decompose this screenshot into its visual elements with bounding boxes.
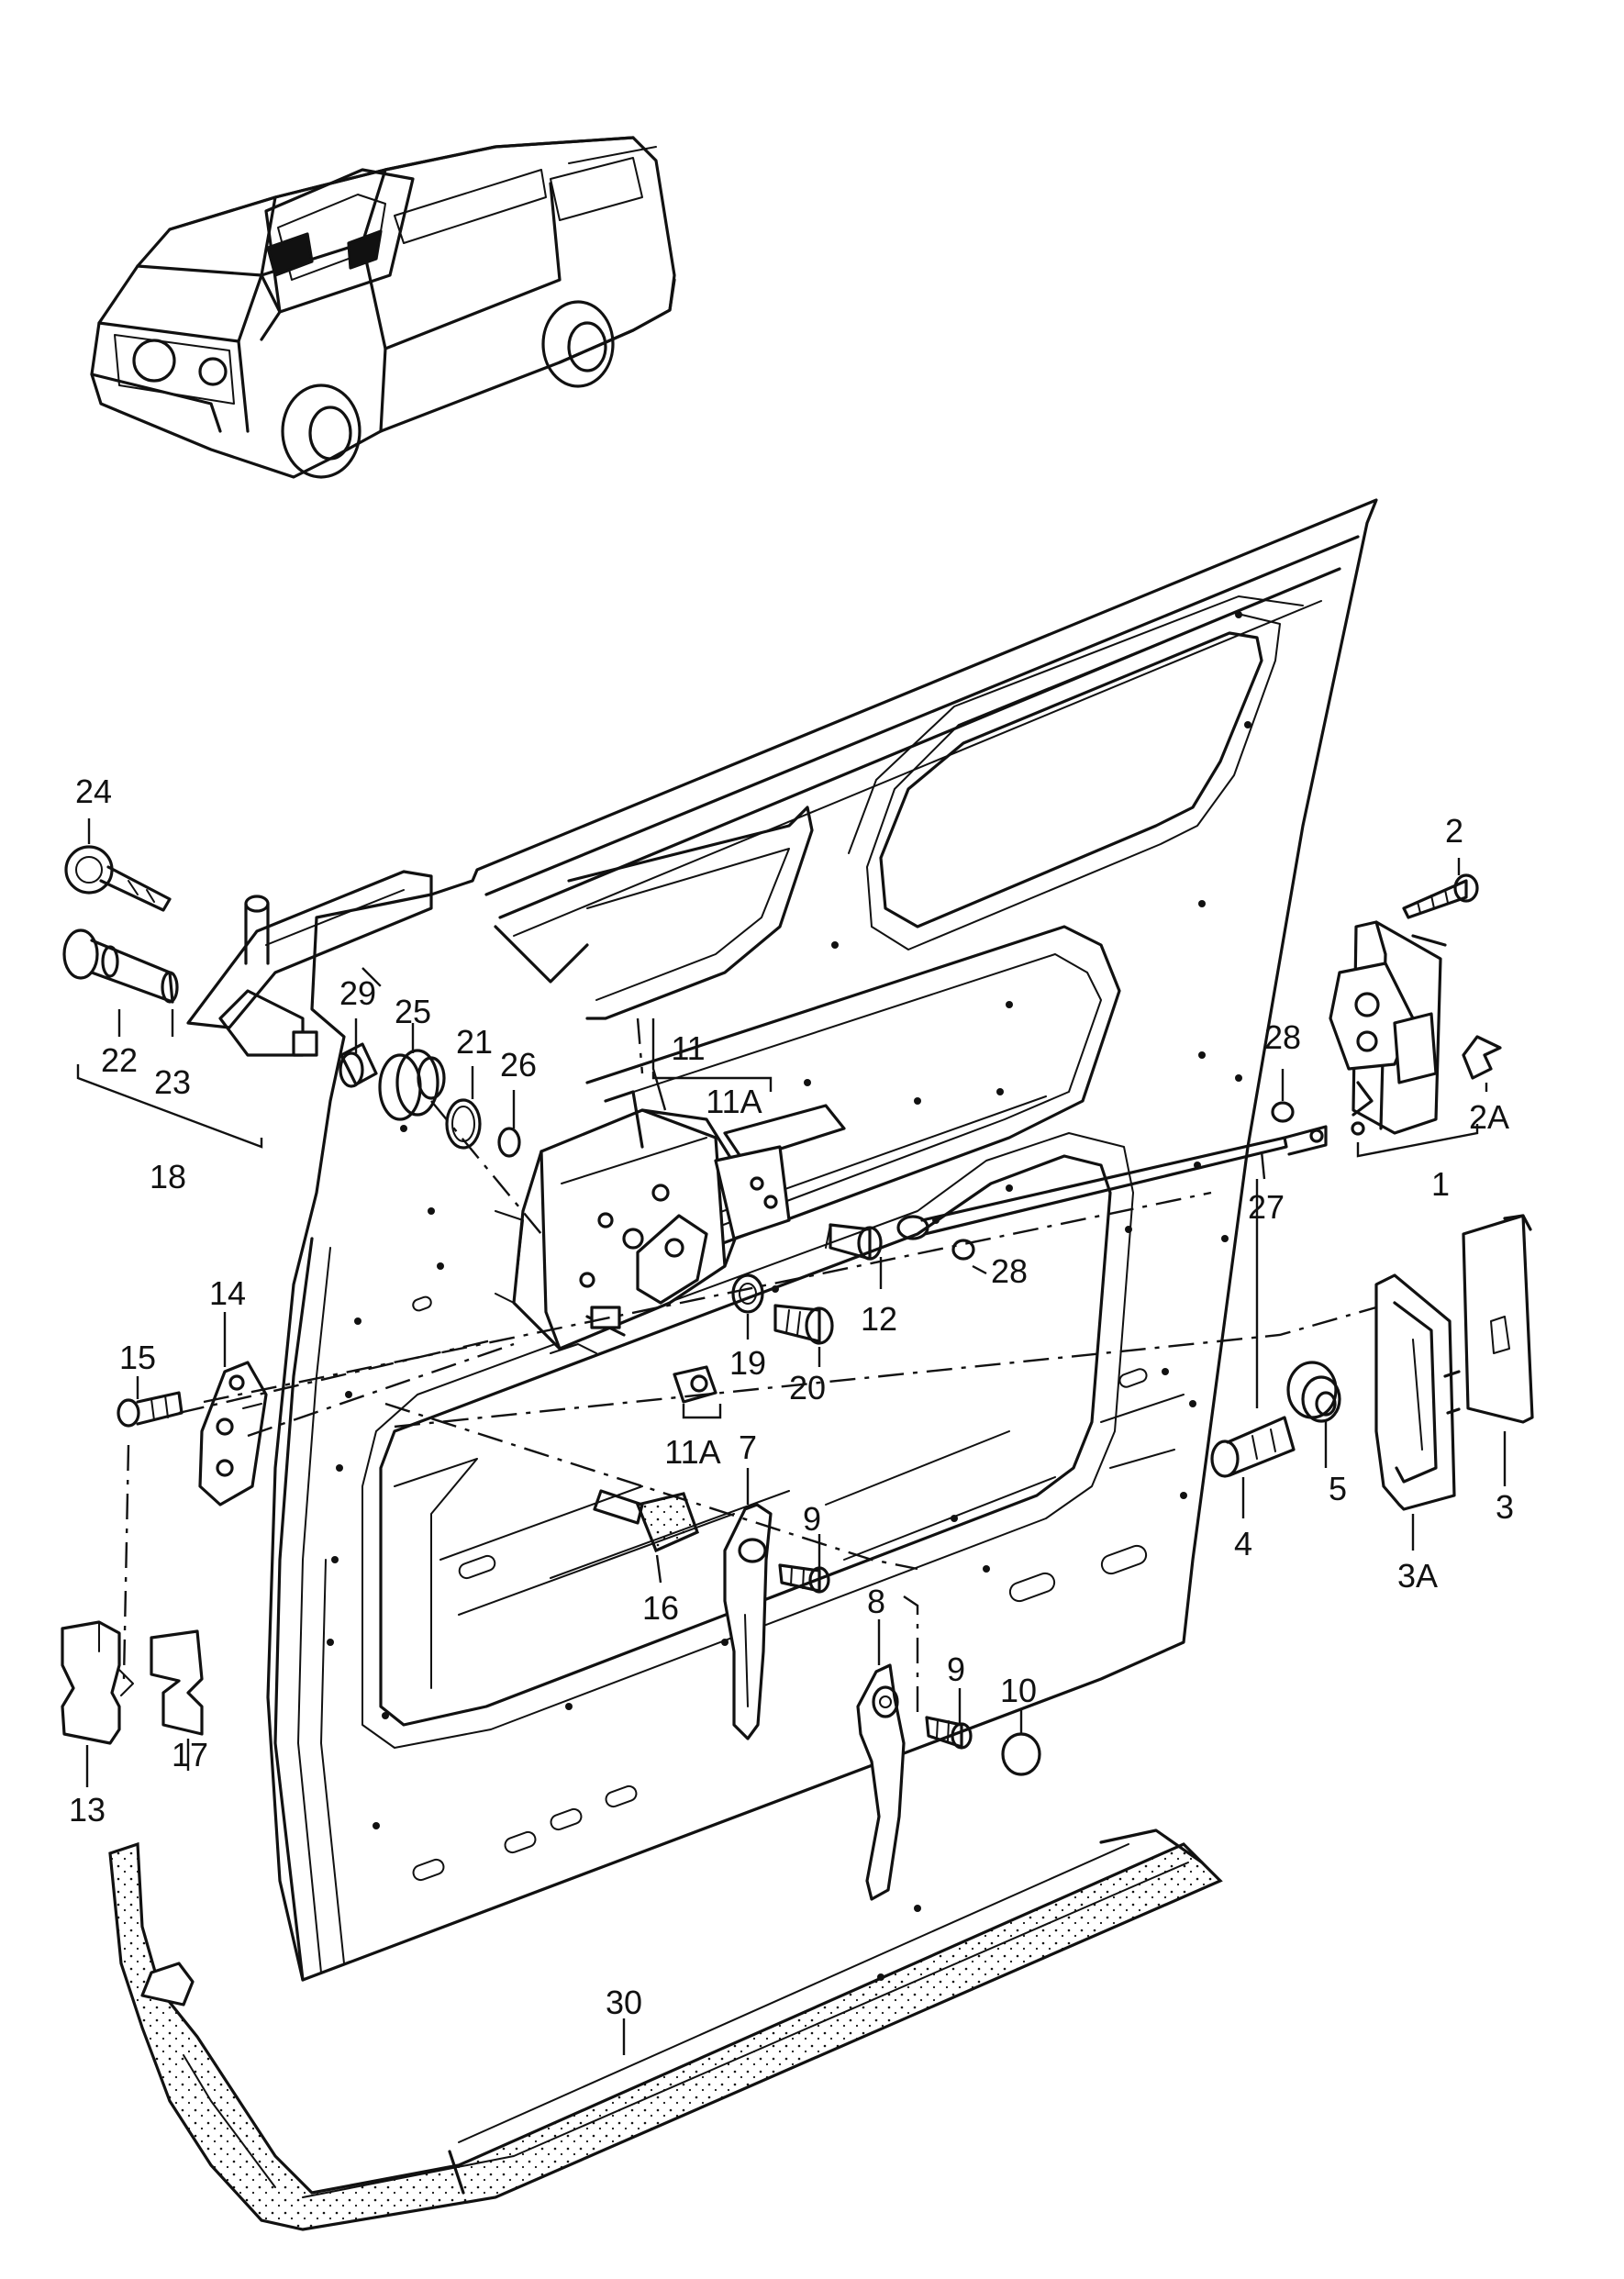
connecting-rod-27 [896,1125,1328,1240]
callout-19: 19 [729,1344,766,1382]
plate-13 [61,1620,134,1745]
screw-15 [117,1391,184,1428]
callout-1: 1 [1431,1165,1450,1203]
callout-12: 12 [861,1300,897,1338]
knob-16 [593,1489,700,1553]
callout-15: 15 [119,1339,156,1376]
inner-handle-8 [856,1663,906,1901]
key-24 [64,845,172,912]
leader-lines [85,818,1507,2055]
sliding-door-panel [266,498,1378,1982]
bolt-12 [825,1223,883,1261]
alignment-lines [122,967,1377,1716]
callout-29: 29 [339,974,376,1012]
bolt-20 [773,1304,834,1345]
callout-9-upper: 9 [803,1500,821,1538]
cap-10 [1001,1732,1041,1776]
screw-9-lower [925,1716,973,1750]
callout-21: 21 [456,1023,493,1061]
screw-9-upper [778,1563,830,1594]
callout-14: 14 [209,1274,246,1312]
lock-mechanism-11 [495,1090,846,1354]
callout-3A: 3A [1397,1557,1438,1595]
callout-28-right: 28 [1264,1018,1301,1056]
callout-18: 18 [150,1158,186,1195]
callout-9-lower: 9 [947,1651,965,1688]
clip-28-lock [1271,1101,1295,1123]
spacer-29 [339,1042,378,1088]
clip-28-rod [951,1239,975,1261]
callout-11A-top: 11A [706,1083,762,1120]
callout-27: 27 [1248,1188,1285,1226]
callout-17: 17 [172,1736,208,1773]
callout-5: 5 [1329,1470,1347,1507]
bushing-5 [1286,1361,1341,1423]
callout-4: 4 [1234,1525,1252,1562]
clip-11A [673,1365,722,1419]
cover-3 [1462,1214,1534,1424]
callout-3: 3 [1496,1488,1514,1526]
callout-11A-bottom: 11A [664,1433,720,1471]
rear-latch-1 [1329,920,1479,1158]
callout-28-left: 28 [991,1252,1028,1290]
door-seal-30 [108,1829,1223,2231]
callout-30: 30 [606,1984,642,2021]
callout-24: 24 [75,773,112,810]
lock-barrel-22 [62,928,179,1004]
callout-13: 13 [69,1791,106,1829]
callout-2A: 2A [1469,1098,1509,1136]
callout-10: 10 [1000,1672,1037,1709]
callout-2: 2 [1445,812,1463,850]
handle-bezel-3A [1374,1273,1461,1511]
washer-26 [497,1127,521,1158]
callout-25: 25 [395,993,431,1030]
inner-handle-7 [723,1503,773,1740]
callout-22: 22 [101,1041,138,1079]
callout-7: 7 [739,1429,757,1466]
plate-17 [150,1629,204,1736]
callout-16: 16 [642,1589,679,1627]
lock-cylinder-group [62,845,433,1149]
callout-labels: 24 22 23 18 29 25 21 26 11 11A 2 28 2A 1… [69,773,1514,2021]
screw-2 [1402,873,1479,919]
callout-26: 26 [500,1046,537,1084]
callout-20: 20 [789,1369,826,1406]
striker-14 [198,1361,268,1506]
callout-8: 8 [867,1583,885,1620]
callout-23: 23 [154,1063,191,1101]
grommet-25 [378,1049,446,1121]
pin-4 [1210,1416,1296,1478]
callout-11: 11 [671,1029,705,1067]
clip-2A [1462,1035,1502,1080]
door-handle-23 [186,870,433,1057]
van-illustration [90,136,676,479]
washer-19 [731,1273,764,1314]
